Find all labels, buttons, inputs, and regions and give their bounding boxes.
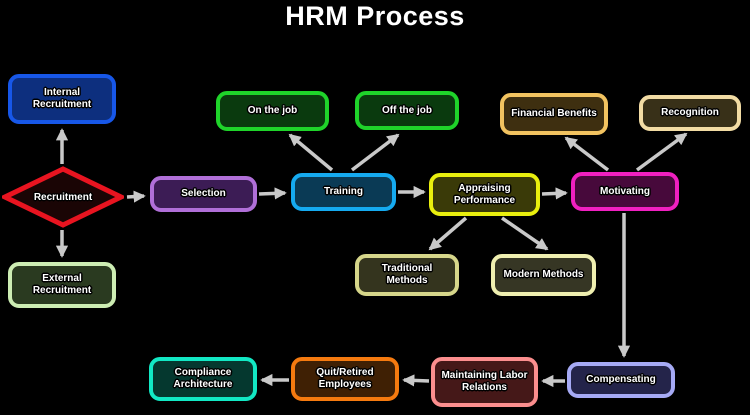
diamond-shape	[2, 166, 124, 228]
node-quit-retired-employees: Quit/Retired Employees	[291, 357, 399, 401]
arrow-selection-to-training	[258, 187, 287, 200]
arrow-training-to-on-the-job	[288, 133, 334, 172]
arrow-training-to-off-the-job	[350, 133, 400, 172]
node-compensating: Compensating	[567, 362, 675, 398]
node-traditional-methods: Traditional Methods	[355, 254, 459, 296]
arrow-motivating-to-recognition	[635, 132, 688, 172]
page-title: HRM Process	[285, 1, 465, 31]
node-recruitment-label: Recruitment	[33, 191, 93, 203]
node-off-the-job: Off the job	[355, 91, 459, 130]
node-financial-benefits: Financial Benefits	[500, 93, 608, 135]
arrow-appraising-to-modern	[501, 216, 549, 251]
node-internal-recruitment: Internal Recruitment	[8, 74, 116, 124]
node-motivating: Motivating	[571, 172, 679, 211]
node-appraising-performance: Appraising Performance	[429, 173, 540, 216]
node-recognition: Recognition	[639, 95, 741, 131]
node-maintaining-labor-relations: Maintaining Labor Relations	[431, 357, 538, 407]
node-on-the-job: On the job	[216, 91, 329, 131]
node-selection: Selection	[150, 176, 257, 212]
arrow-motivating-to-financial	[564, 136, 610, 172]
node-modern-methods: Modern Methods	[491, 254, 596, 296]
node-compliance-architecture: Compliance Architecture	[149, 357, 257, 401]
node-recruitment: Recruitment	[2, 166, 124, 228]
node-external-recruitment: External Recruitment	[8, 262, 116, 308]
arrow-appraising-to-traditional	[428, 216, 468, 251]
node-training: Training	[291, 173, 396, 211]
arrow-recruitment-to-selection	[126, 190, 146, 203]
arrow-maintaining-to-quit	[402, 374, 430, 387]
arrow-appraising-to-motivating	[541, 187, 568, 200]
diamond-outline	[2, 166, 124, 228]
